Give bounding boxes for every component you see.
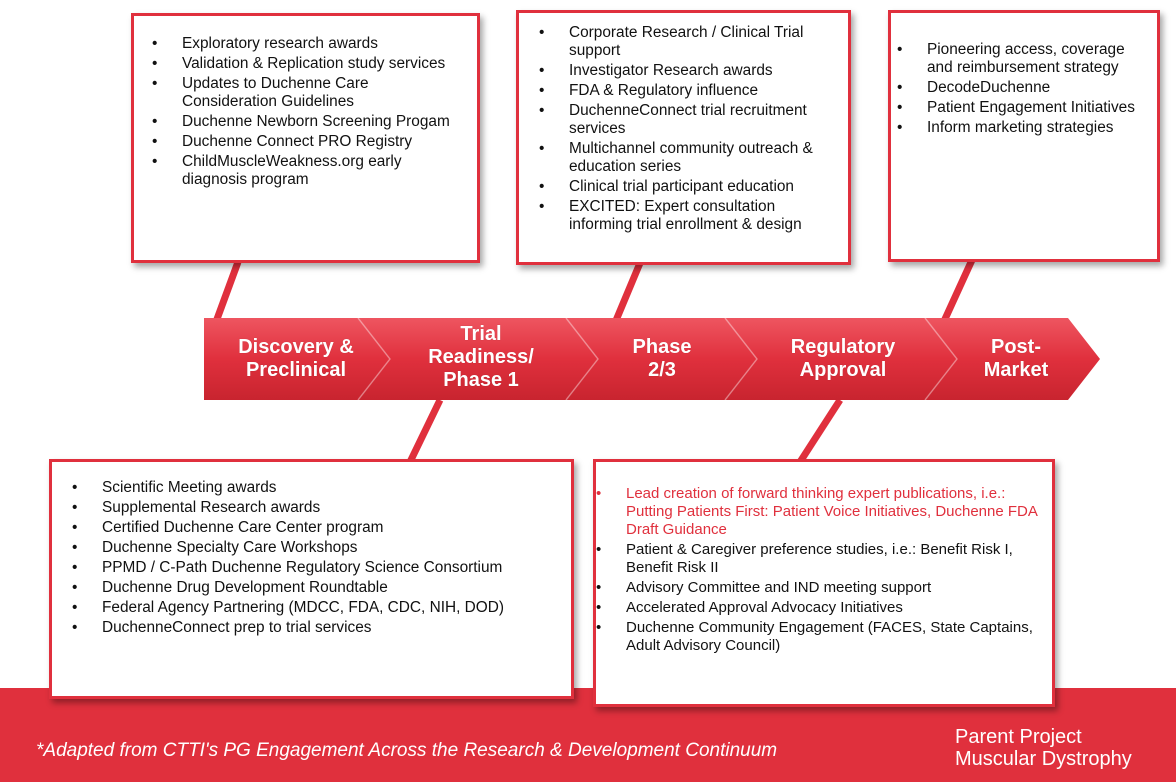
arrow-segment-4 (725, 318, 957, 400)
list-item: Duchenne Drug Development Roundtable (72, 579, 563, 597)
arrow-segment-2 (358, 318, 598, 400)
list-item: Multichannel community outreach & educat… (539, 140, 842, 176)
list-item: Inform marketing strategies (897, 119, 1151, 137)
list-item: Scientific Meeting awards (72, 479, 563, 497)
stage-discovery: Discovery & Preclinical (238, 336, 354, 381)
list-item: DuchenneConnect prep to trial services (72, 619, 563, 637)
arrow-segment-1 (204, 318, 390, 400)
stage-post-market: Post- Market (983, 336, 1049, 381)
list-item: Federal Agency Partnering (MDCC, FDA, CD… (72, 599, 563, 617)
list-item: DecodeDuchenne (897, 79, 1151, 97)
connector-regulatory (797, 398, 843, 464)
list-item: FDA & Regulatory influence (539, 82, 842, 100)
list-item: Pioneering access, coverage and reimburs… (897, 41, 1151, 77)
list-item: Clinical trial participant education (539, 178, 842, 196)
connector-trial-readiness (406, 398, 444, 464)
list-item: ChildMuscleWeakness.org early diagnosis … (152, 153, 467, 189)
list-item: Advisory Committee and IND meeting suppo… (596, 579, 1044, 597)
stage-phase-2-3: Phase 2/3 (632, 336, 692, 381)
footnote: *Adapted from CTTI's PG Engagement Acros… (36, 740, 778, 761)
list-item: Supplemental Research awards (72, 499, 563, 517)
list-item: Duchenne Connect PRO Registry (152, 133, 467, 151)
logo-line-2: Muscular Dystrophy (955, 748, 1132, 770)
list-item: Corporate Research / Clinical Trial supp… (539, 24, 842, 60)
box-phase-2-3: Corporate Research / Clinical Trial supp… (516, 10, 851, 265)
list-item: Investigator Research awards (539, 62, 842, 80)
list-item: DuchenneConnect trial recruitment servic… (539, 102, 842, 138)
stage-trial-readiness: Trial Readiness/ Phase 1 (428, 323, 534, 391)
list-item: Validation & Replication study services (152, 55, 467, 73)
logo-line-1: Parent Project (955, 726, 1082, 748)
list-item: Certified Duchenne Care Center program (72, 519, 563, 537)
arrow-segment-3 (566, 318, 757, 400)
box-discovery: Exploratory research awards Validation &… (131, 13, 480, 263)
highlight-item: Lead creation of forward thinking expert… (596, 485, 1044, 539)
box-regulatory: Lead creation of forward thinking expert… (593, 459, 1055, 707)
list-item: Duchenne Specialty Care Workshops (72, 539, 563, 557)
arrow-segment-5 (925, 318, 1100, 400)
list-item: Duchenne Newborn Screening Progam (152, 113, 467, 131)
box-post-market: Pioneering access, coverage and reimburs… (888, 10, 1160, 262)
list-item: Accelerated Approval Advocacy Initiative… (596, 599, 1044, 617)
list-item: Patient & Caregiver preference studies, … (596, 541, 1044, 577)
list-item: PPMD / C-Path Duchenne Regulatory Scienc… (72, 559, 563, 577)
list-item: Exploratory research awards (152, 35, 467, 53)
list-item: Patient Engagement Initiatives (897, 99, 1151, 117)
stage-regulatory-approval: Regulatory Approval (790, 336, 896, 381)
list-item: Updates to Duchenne Care Consideration G… (152, 75, 467, 111)
list-item: EXCITED: Expert consultation informing t… (539, 198, 842, 234)
box-trial-readiness: Scientific Meeting awards Supplemental R… (49, 459, 574, 699)
list-item: Duchenne Community Engagement (FACES, St… (596, 619, 1044, 655)
